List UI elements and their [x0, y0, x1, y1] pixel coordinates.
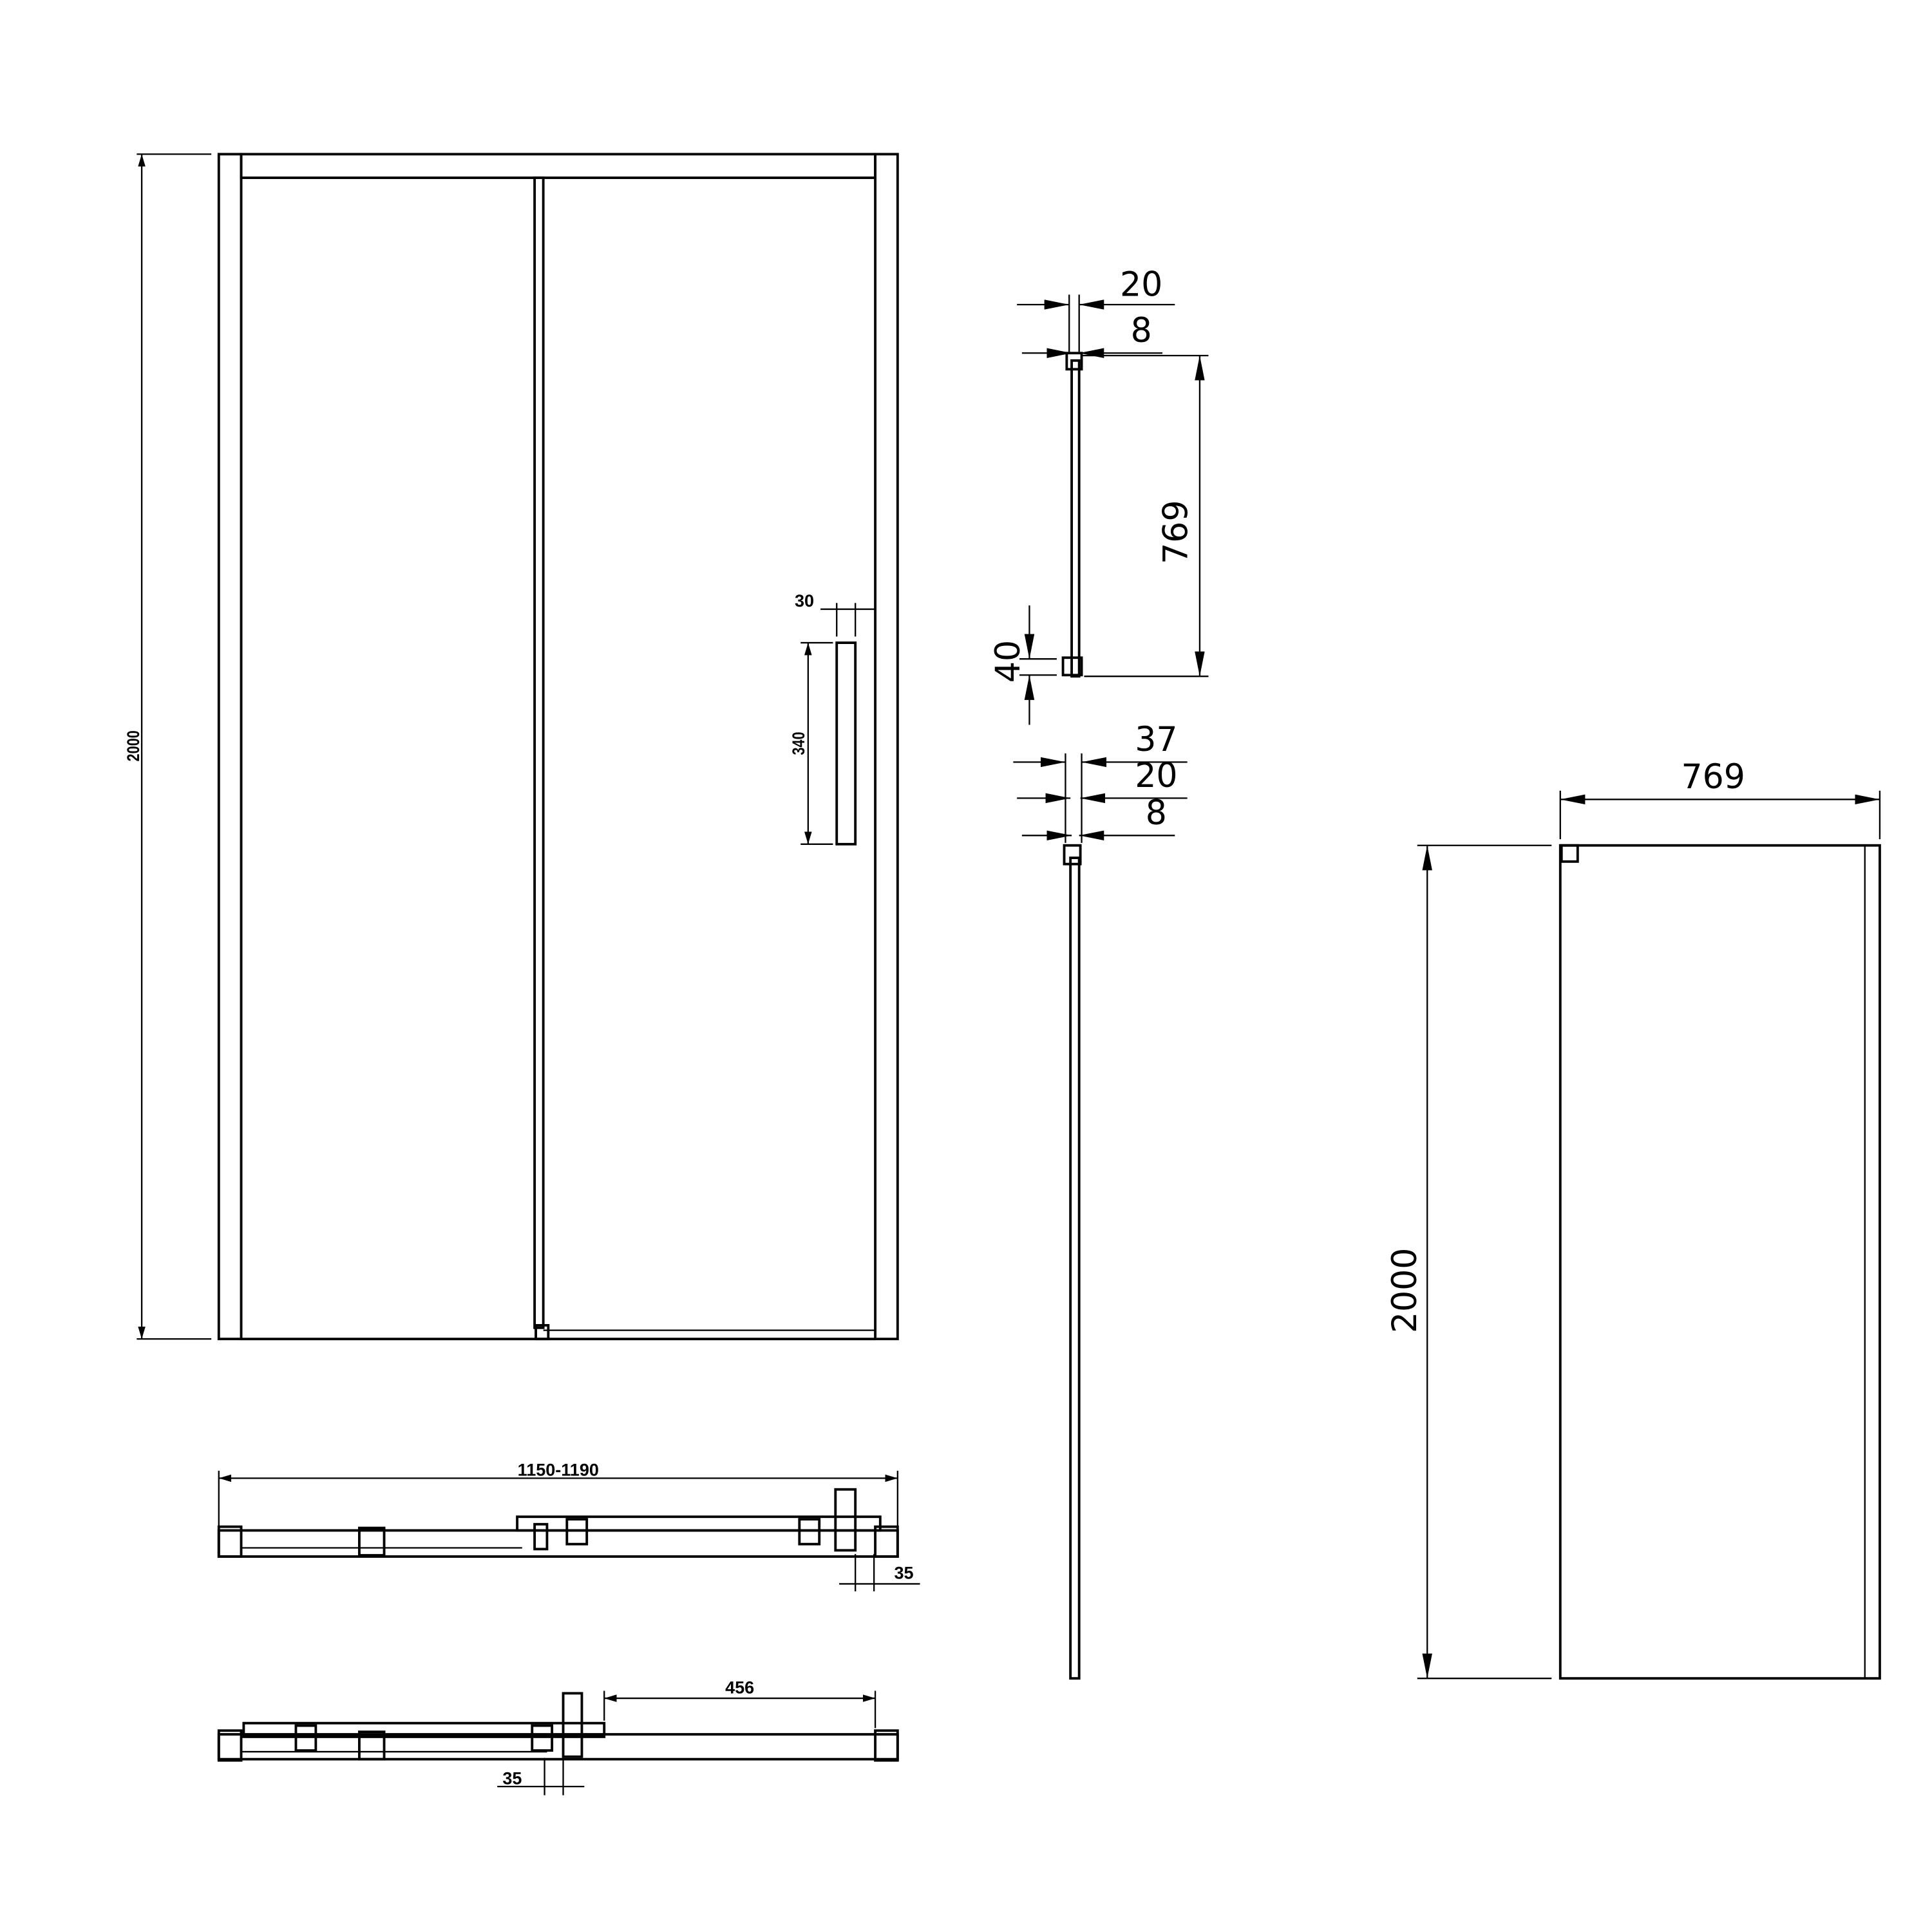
- side-panel-view: 769 2000: [1386, 758, 1881, 1680]
- wall-profile-left: [217, 1525, 243, 1558]
- bottom-label: 40: [989, 640, 1028, 683]
- roller: [565, 1518, 589, 1546]
- fixed-panel-edge: [533, 176, 545, 1329]
- handle-width-label: 30: [795, 591, 814, 611]
- top-rail: [240, 153, 877, 179]
- width-dimension-label: 1150-1190: [518, 1461, 599, 1480]
- roller: [798, 1518, 821, 1546]
- bottom-guide-section: [1061, 656, 1083, 677]
- bottom-rail: [217, 1529, 899, 1558]
- glass-thickness-label: 8: [1146, 794, 1167, 833]
- side-panel: [1558, 844, 1881, 1680]
- profile-width-label: 20: [1135, 757, 1177, 795]
- fixing-bracket: [357, 1526, 386, 1557]
- top-roller-section: [1065, 352, 1083, 371]
- glass-thickness-label: 8: [1131, 312, 1152, 350]
- height-label: 2000: [1386, 1248, 1425, 1334]
- opening-label: 456: [725, 1678, 754, 1697]
- width-label: 769: [1681, 758, 1745, 797]
- profile-width-label: 20: [1120, 265, 1162, 304]
- front-view: 2000 340 30: [124, 153, 899, 1341]
- plan-view-open: 456 35: [217, 1678, 899, 1795]
- fixing-bracket: [357, 1730, 386, 1761]
- section-fixed-panel: 37 20 8: [1013, 721, 1188, 1680]
- roller: [533, 1522, 549, 1551]
- offset-label: 35: [502, 1768, 522, 1788]
- section-door: 20 8 769 40: [989, 265, 1209, 725]
- height-label: 769: [1157, 500, 1196, 564]
- roller: [531, 1724, 554, 1752]
- sliding-door: [242, 1721, 606, 1738]
- plan-view-closed: 1150-1190 35: [217, 1461, 920, 1592]
- sliding-door: [516, 1515, 882, 1532]
- door-handle: [834, 1488, 857, 1552]
- roller: [294, 1724, 317, 1752]
- wall-profile-section: [1063, 844, 1082, 866]
- door-glass-section: [1070, 359, 1081, 678]
- handle-height-label: 340: [790, 732, 809, 755]
- fixed-glass-section: [1069, 857, 1081, 1680]
- offset-label: 35: [894, 1564, 913, 1583]
- door-handle: [562, 1692, 583, 1758]
- wall-profile-left: [217, 1729, 243, 1762]
- wall-profile-right: [874, 1729, 899, 1762]
- door-handle: [835, 641, 857, 846]
- wall-profile-right: [874, 1525, 899, 1558]
- door-stopper: [535, 1323, 550, 1341]
- left-wall-profile: [217, 153, 243, 1341]
- corner-bracket: [1560, 844, 1579, 863]
- height-dimension-label: 2000: [124, 730, 144, 761]
- total-width-label: 37: [1135, 721, 1177, 759]
- right-wall-profile: [874, 153, 899, 1341]
